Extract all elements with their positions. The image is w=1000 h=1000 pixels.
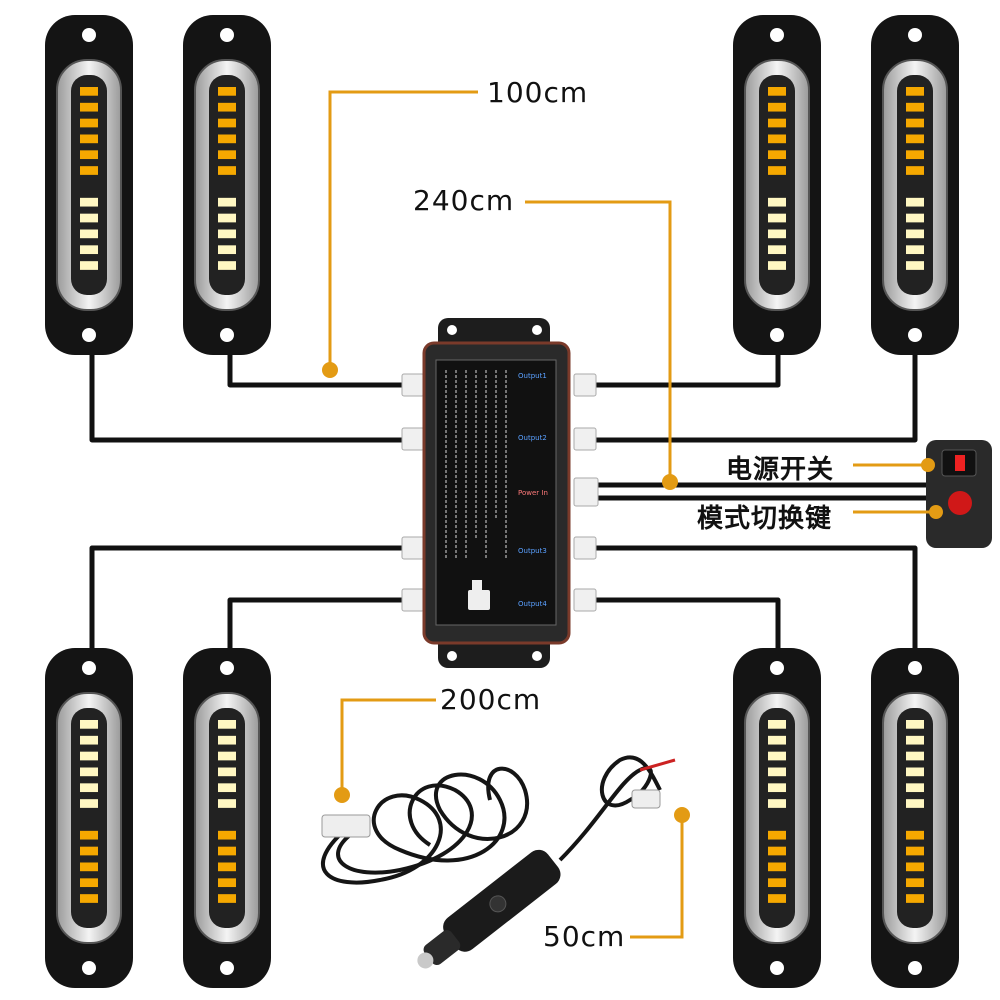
cable-bottom-left-inner [227,597,410,650]
cable-top-left-outer [89,355,410,443]
cable-length-200-label: 200cm [440,683,542,716]
cable-length-240-label: 240cm [413,184,515,217]
cigarette-plug-cable [417,755,676,969]
port-label-output4: Output4 [518,600,547,608]
warning-light-8 [871,648,959,988]
warning-light-1 [45,15,133,355]
switch-module [926,440,992,548]
cable-bottom-right-outer [592,545,918,650]
port-label-output3: Output3 [518,547,547,555]
mode-switch-label: 模式切换键 [697,504,833,534]
port-label-power-in: Power In [518,489,548,497]
cable-length-50-label: 50cm [543,920,626,953]
port-label-output1: Output1 [518,372,547,380]
warning-lights [45,15,959,988]
warning-light-3 [733,15,821,355]
port-label-output2: Output2 [518,434,547,442]
warning-light-6 [183,648,271,988]
cable-bottom-left-outer [89,545,410,650]
cable-top-left-inner [227,355,410,388]
cable-bottom-right-inner [592,597,781,650]
cable-top-right-outer [592,355,918,443]
warning-light-4 [871,15,959,355]
control-box: Output1 Output2 Power In Output3 Output4 [422,318,571,668]
mode-button [948,491,972,515]
wiring [89,355,932,650]
warning-light-5 [45,648,133,988]
warning-light-7 [733,648,821,988]
power-switch-label: 电源开关 [726,455,835,485]
connectors [401,373,599,612]
extension-cable-200cm [321,766,529,885]
leader-lines [328,90,936,939]
cable-top-right-inner [592,355,781,388]
warning-light-2 [183,15,271,355]
cable-length-100-label: 100cm [487,76,589,109]
